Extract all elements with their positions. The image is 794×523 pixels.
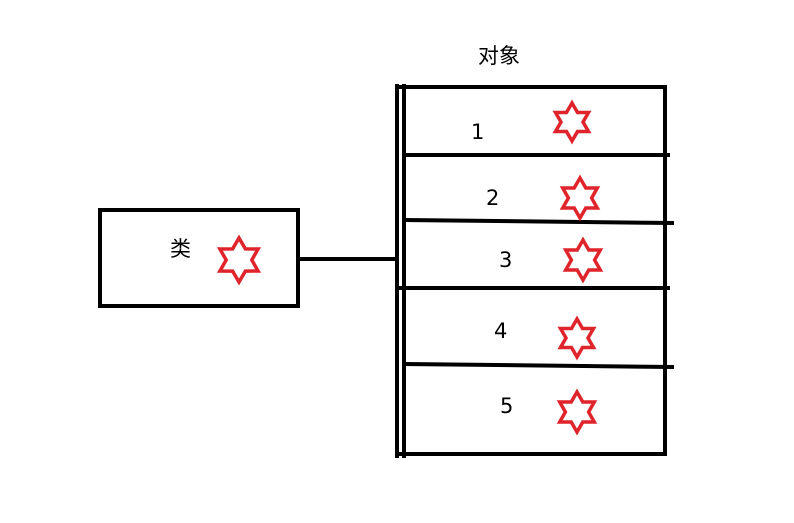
- class-box: [98, 208, 300, 308]
- object-5-star-icon: [556, 388, 598, 436]
- object-label-1: 1: [471, 120, 485, 144]
- objects-title: 对象: [478, 44, 520, 68]
- object-label-3: 3: [499, 248, 513, 272]
- object-3-star-icon: [562, 236, 604, 284]
- object-label-4: 4: [494, 319, 508, 343]
- class-star-icon: [216, 234, 262, 286]
- object-label-2: 2: [486, 186, 500, 210]
- row-divider: [401, 217, 675, 226]
- class-label: 类: [170, 237, 191, 261]
- object-label-5: 5: [500, 394, 514, 418]
- object-2-star-icon: [559, 174, 601, 222]
- object-4-star-icon: [557, 315, 597, 361]
- row-divider: [401, 361, 675, 370]
- object-1-star-icon: [552, 99, 592, 145]
